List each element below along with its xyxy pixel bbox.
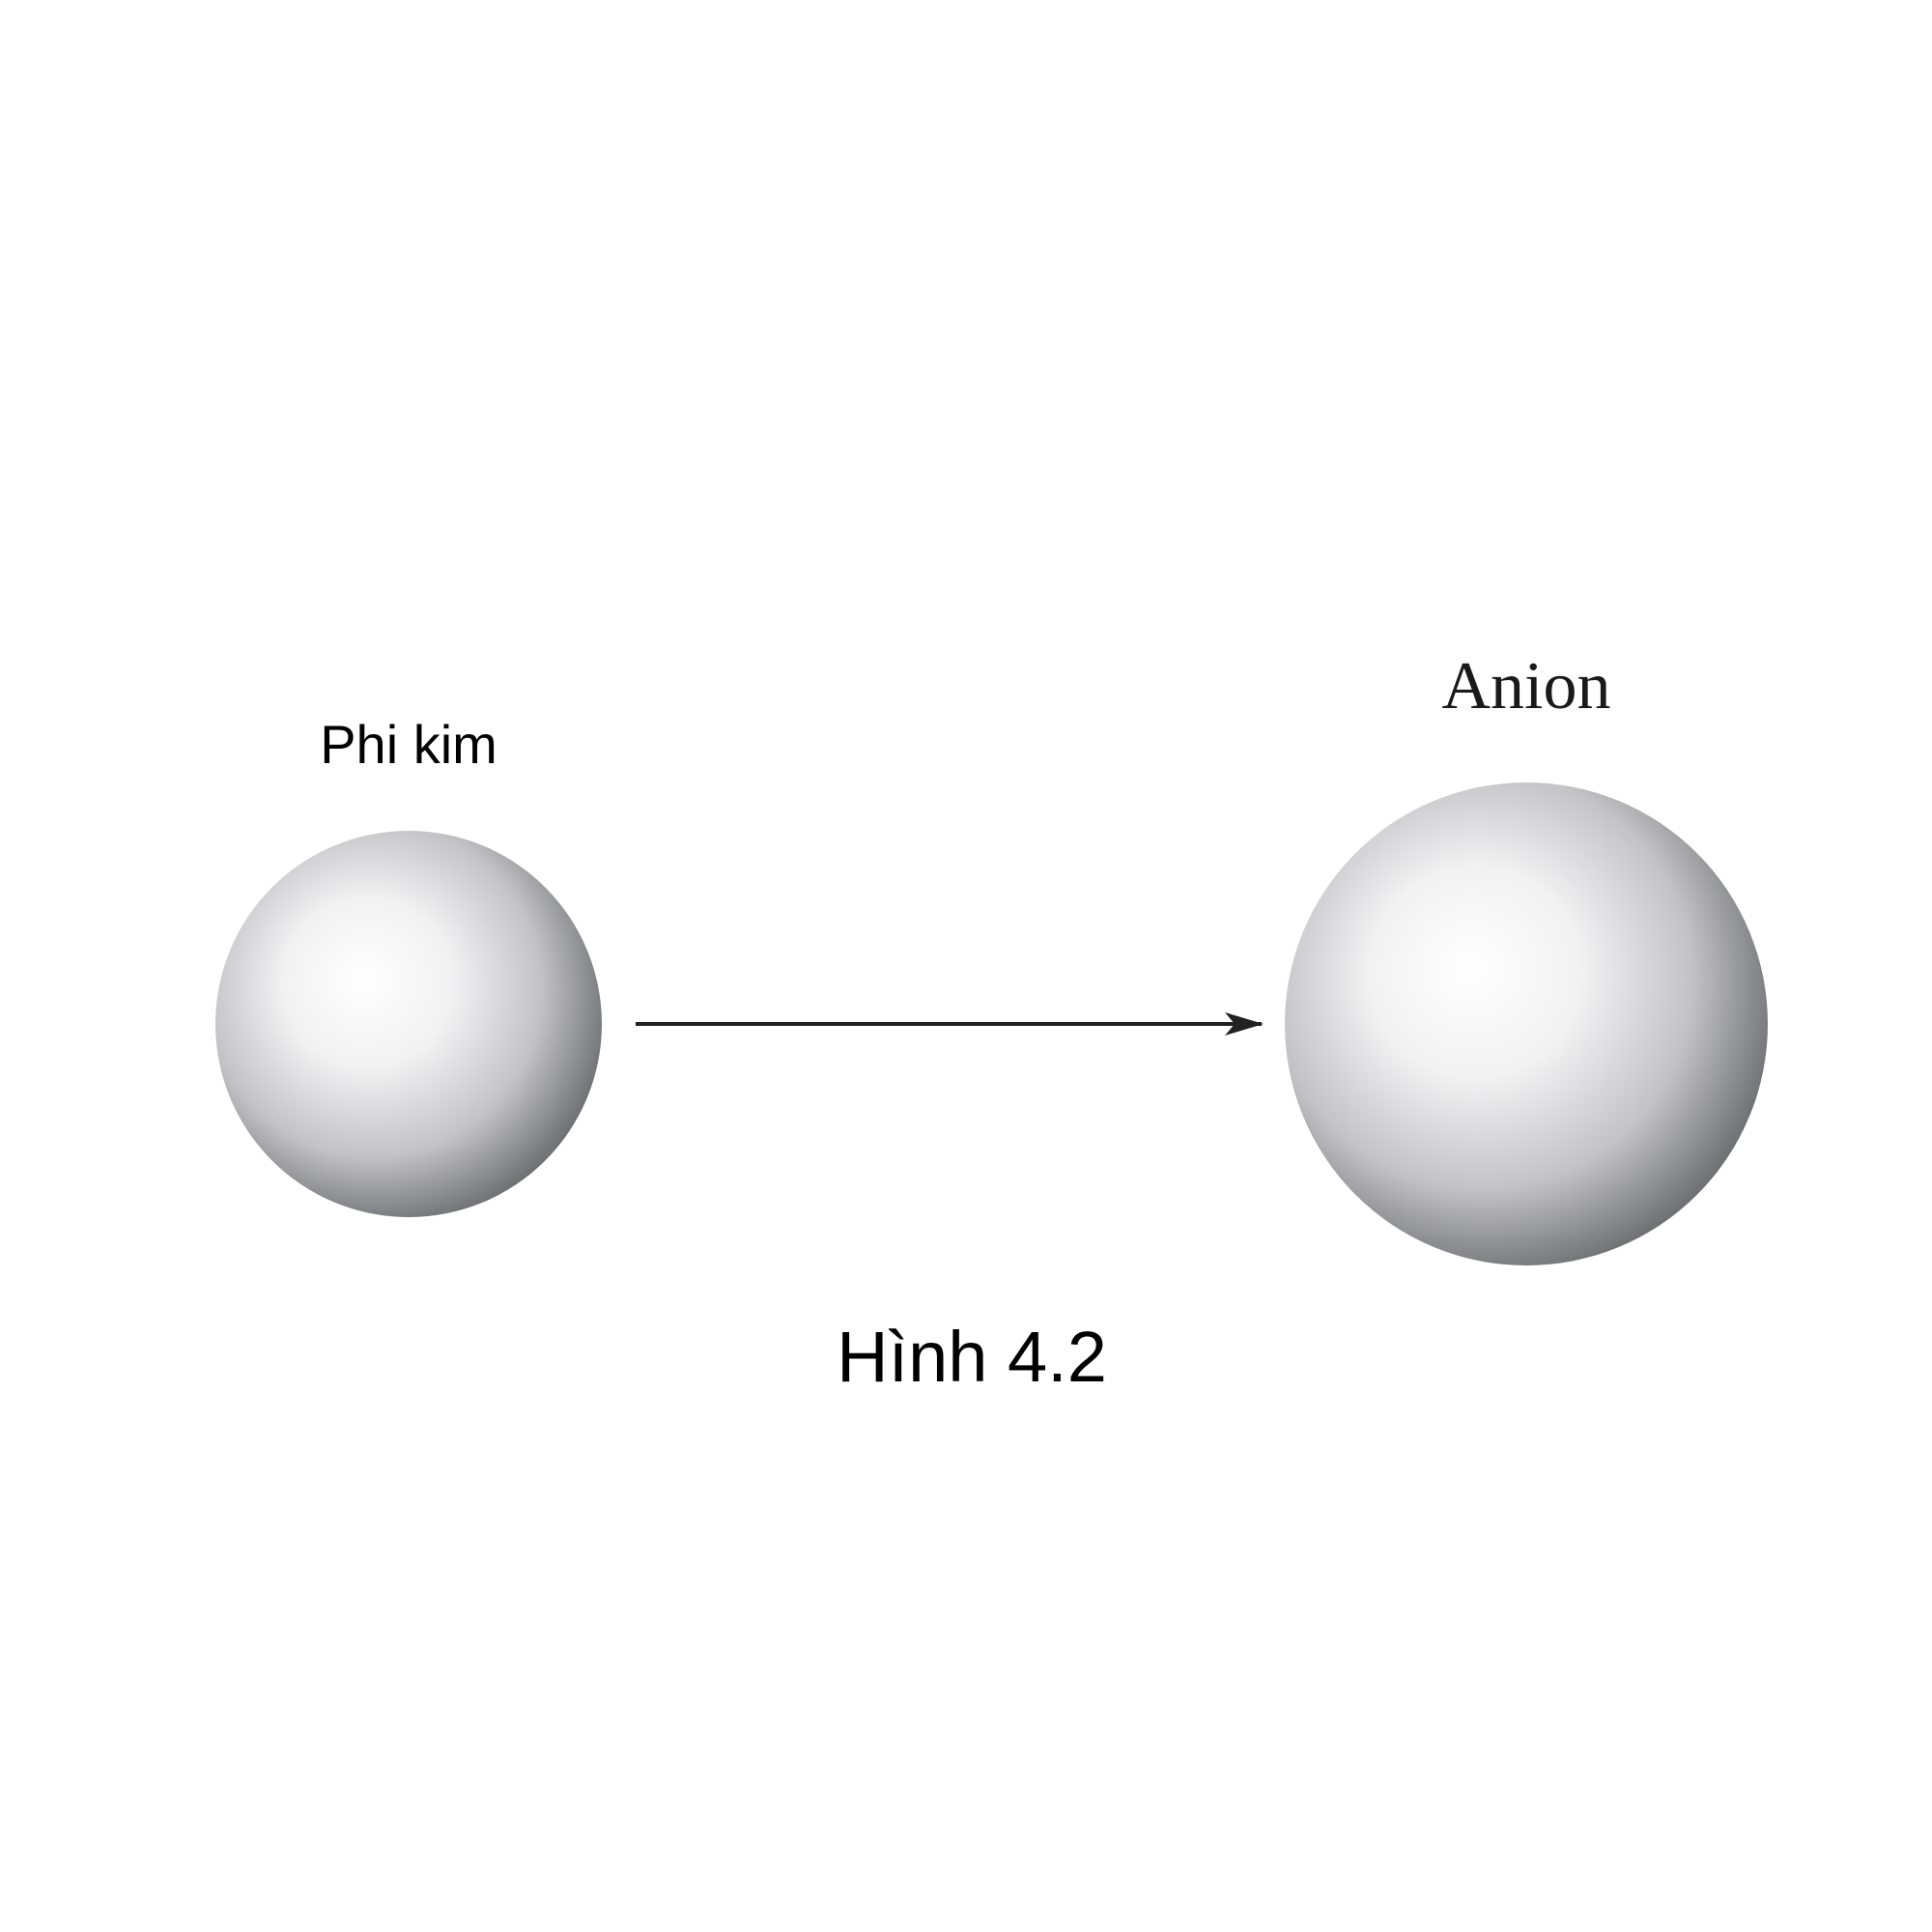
left-atom-label: Phi kim <box>320 714 497 775</box>
left-atom-sphere <box>215 831 602 1217</box>
right-atom-label: Anion <box>1442 649 1611 724</box>
figure-caption: Hình 4.2 <box>837 1317 1107 1397</box>
right-atom-sphere <box>1285 782 1768 1265</box>
